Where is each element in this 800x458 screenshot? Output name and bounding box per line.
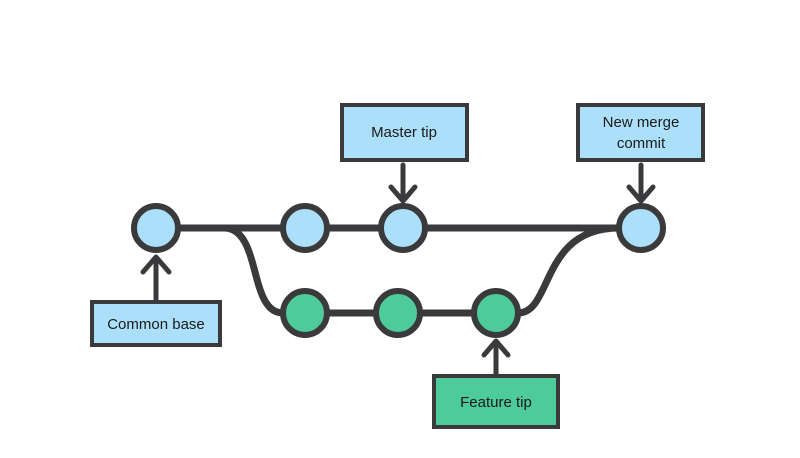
- commit-node-feature-1[interactable]: [280, 288, 330, 338]
- edge-branch-off: [220, 224, 287, 317]
- label-box-common-base[interactable]: Common base: [90, 300, 222, 347]
- commit-node-master-tip[interactable]: [378, 203, 428, 253]
- edge-merge-curve: [514, 224, 623, 317]
- label-boxes-group: Common base Master tip New merge commit …: [90, 103, 705, 429]
- commit-node-feature-2[interactable]: [373, 288, 423, 338]
- arrow-down-master-tip-icon: [388, 162, 418, 204]
- commit-node-base[interactable]: [131, 203, 181, 253]
- commit-node-merge-commit[interactable]: [616, 203, 666, 253]
- common-base-label: Common base: [107, 316, 205, 333]
- feature-tip-label: Feature tip: [460, 394, 532, 411]
- commit-node-master-1[interactable]: [280, 203, 330, 253]
- new-merge-commit-label-line1: New merge: [603, 114, 680, 131]
- arrow-up-feature-tip-icon: [481, 338, 511, 377]
- label-box-new-merge-commit[interactable]: New merge commit: [576, 103, 705, 162]
- master-nodes-group: [131, 203, 666, 253]
- feature-nodes-group: [280, 288, 521, 338]
- new-merge-commit-box-rect: [576, 103, 705, 162]
- label-box-feature-tip[interactable]: Feature tip: [432, 374, 560, 429]
- arrow-up-common-base-icon: [140, 254, 172, 303]
- common-base-box-rect: [90, 300, 222, 347]
- master-tip-box-rect: [340, 103, 469, 162]
- arrows-group: [140, 162, 656, 377]
- new-merge-commit-label-line2: commit: [617, 135, 666, 152]
- arrow-down-new-merge-icon: [626, 162, 656, 204]
- commit-node-feature-tip[interactable]: [471, 288, 521, 338]
- feature-tip-box-rect: [432, 374, 560, 429]
- label-box-master-tip[interactable]: Master tip: [340, 103, 469, 162]
- master-tip-label: Master tip: [371, 124, 437, 141]
